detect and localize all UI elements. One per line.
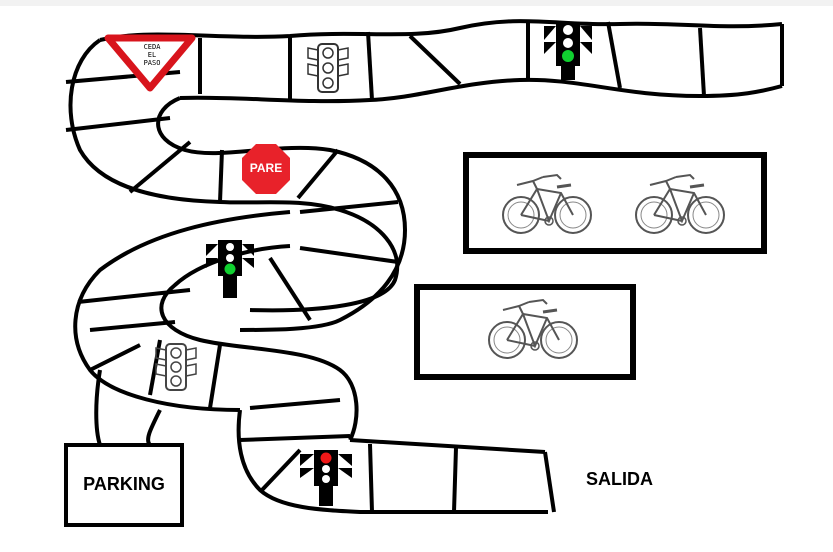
traffic-light-icon xyxy=(544,22,592,80)
yield-sign-icon xyxy=(104,34,196,92)
bicycle-card-single xyxy=(414,284,636,380)
parking-label: PARKING xyxy=(83,474,165,494)
traffic-light-icon xyxy=(307,43,349,93)
track-lower xyxy=(94,369,556,514)
traffic-light-icon xyxy=(300,450,352,506)
track-left-upper xyxy=(65,38,407,332)
traffic-light-icon xyxy=(155,343,197,391)
parking-box xyxy=(64,443,184,527)
traffic-light-icon xyxy=(206,240,254,298)
stop-sign-icon xyxy=(242,144,290,194)
stop-sign-text: PARE xyxy=(249,161,283,175)
yield-sign-text: CEDA EL PASO xyxy=(143,43,161,67)
exit-label: SALIDA xyxy=(586,469,653,489)
track-top xyxy=(99,19,784,104)
